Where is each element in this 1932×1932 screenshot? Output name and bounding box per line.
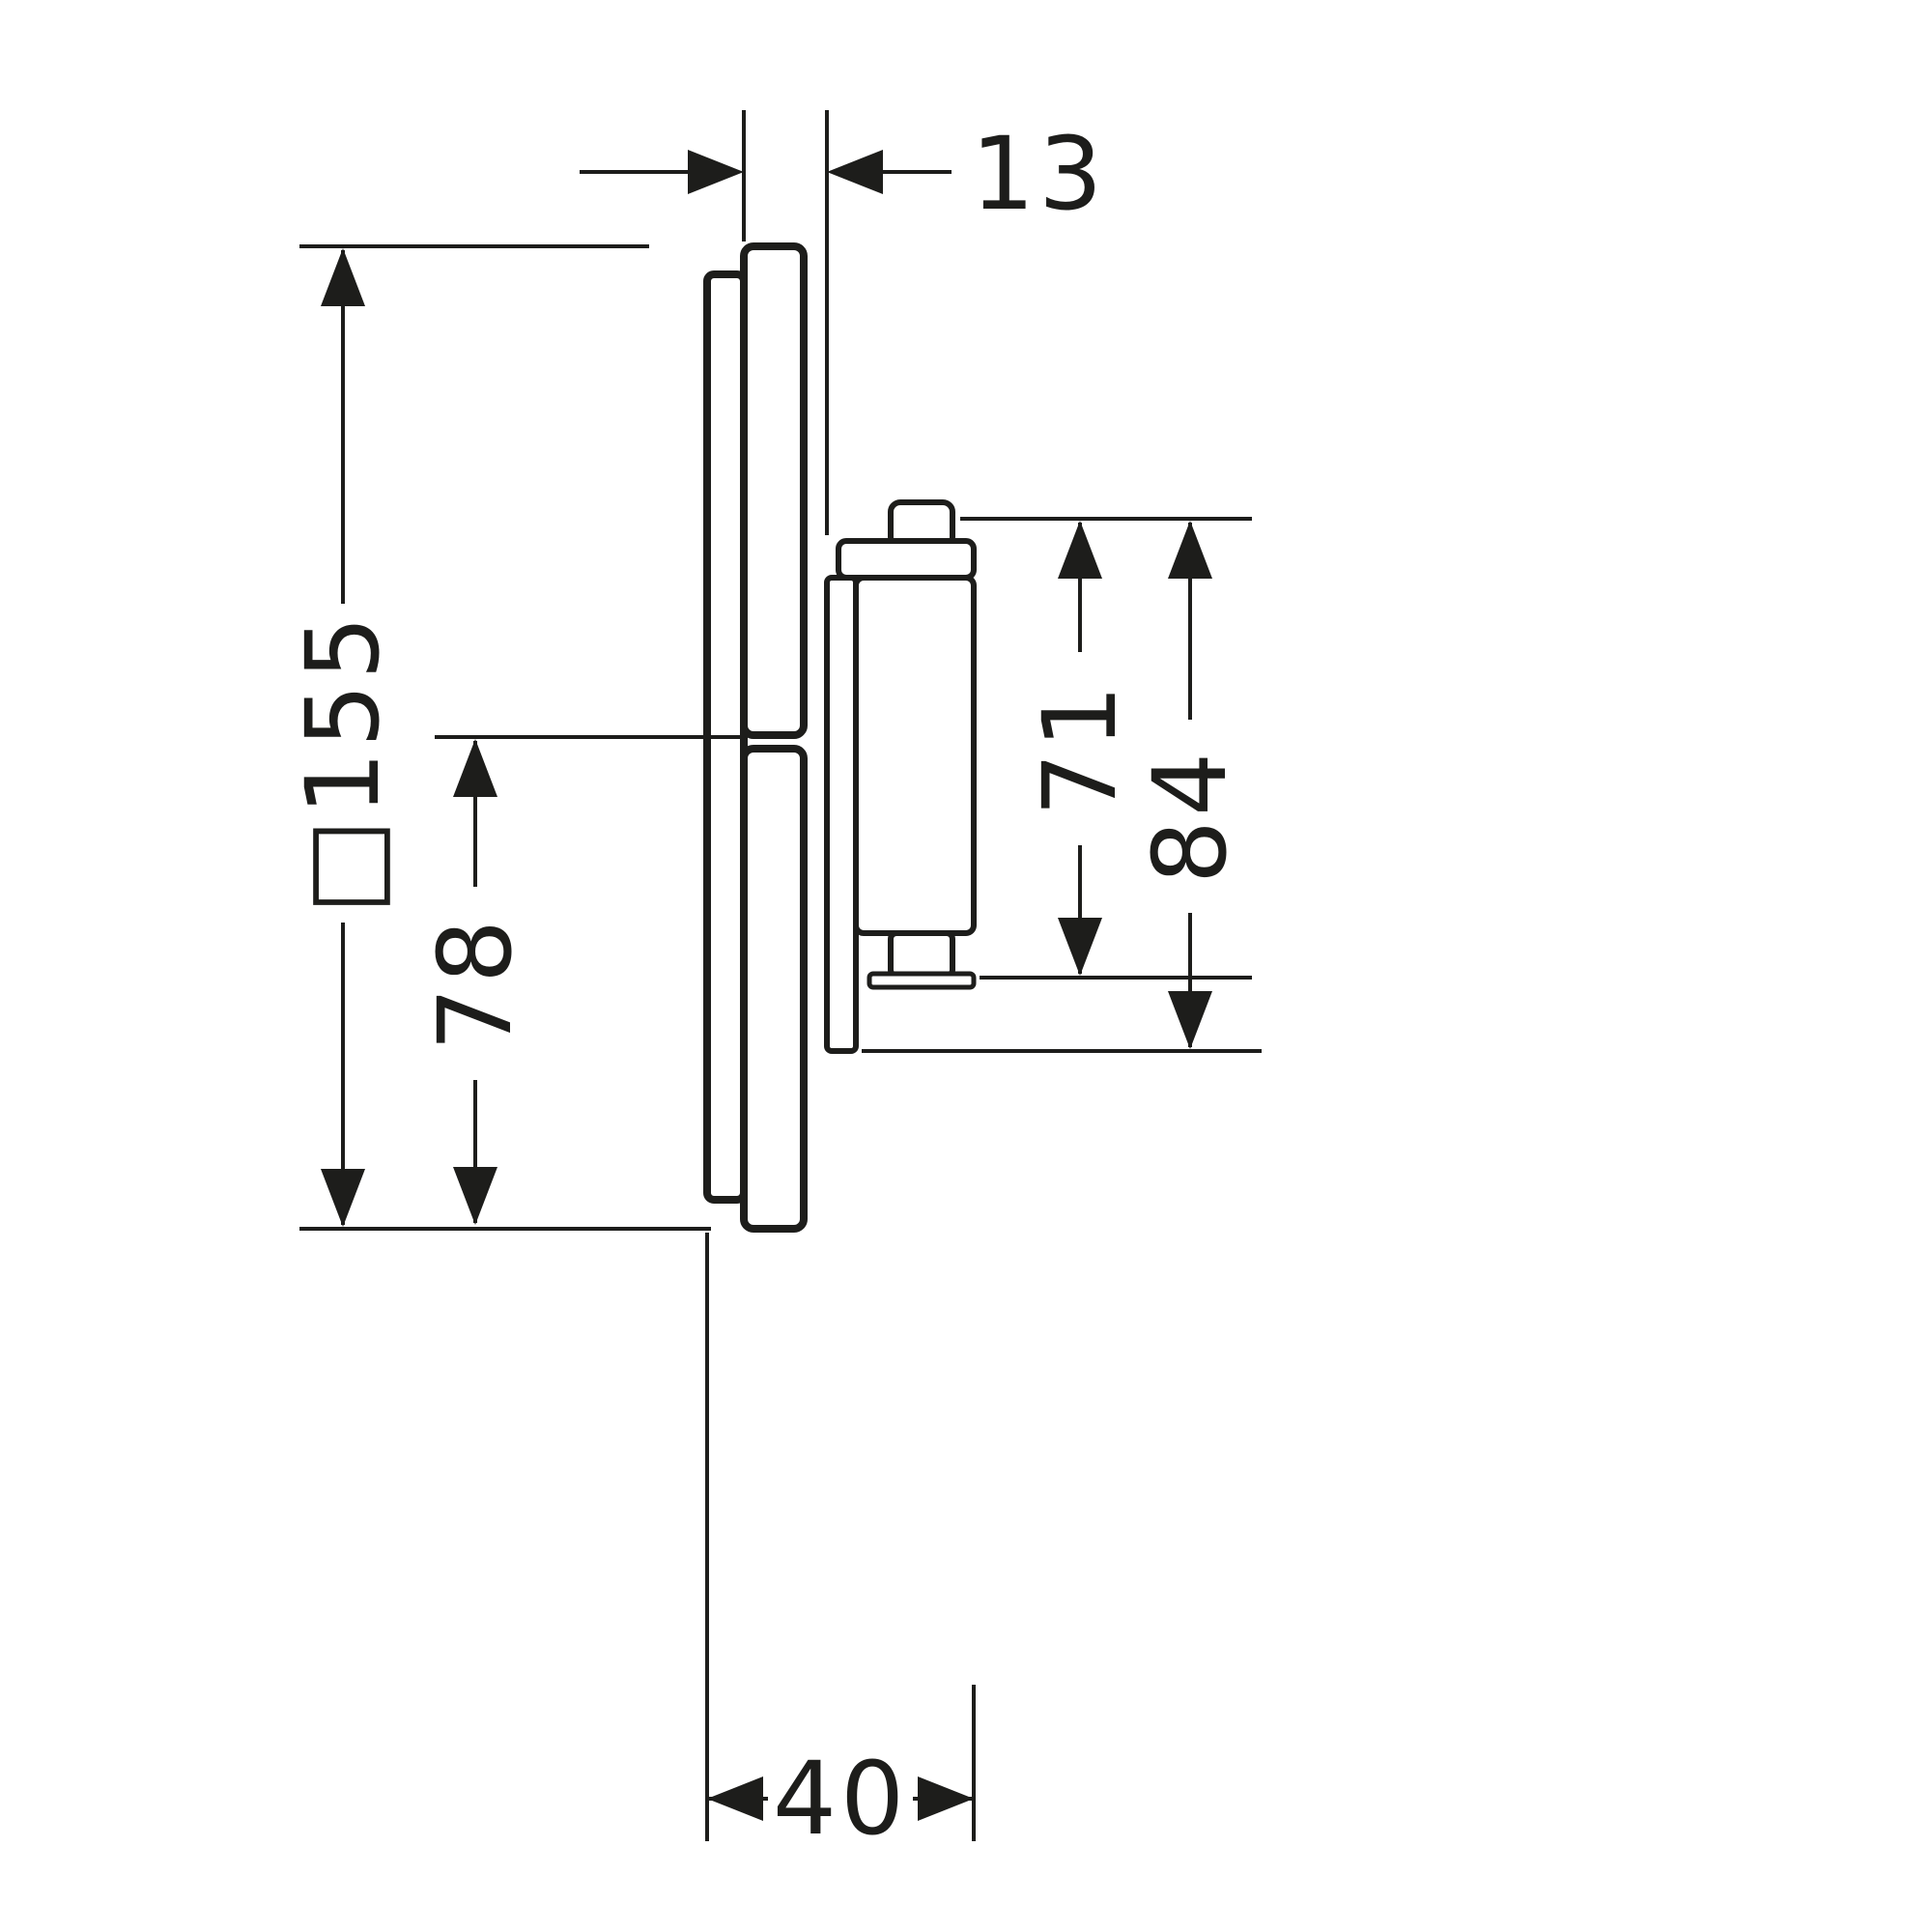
dimension-label-group: 78 <box>413 887 537 1080</box>
dimension-label-155: □155 <box>284 612 402 915</box>
dimension-label-13: 13 <box>971 115 1106 233</box>
arrowhead-down-icon <box>1168 991 1212 1049</box>
arrowhead-up-icon <box>1058 521 1102 579</box>
arrowhead-left-icon <box>827 150 883 194</box>
arrowhead-down-icon <box>1058 918 1102 976</box>
label-mask <box>1128 720 1252 913</box>
dimension-13: 13 <box>580 110 1106 535</box>
dimension-label-84: 84 <box>1131 749 1249 884</box>
arrowhead-right-icon <box>918 1776 974 1821</box>
label-mask <box>768 1739 913 1859</box>
valve-body <box>853 575 977 936</box>
arrowhead-up-icon <box>453 739 497 797</box>
valve-cap <box>836 538 977 581</box>
arrowhead-left-icon <box>707 1776 763 1821</box>
arrowhead-up-icon <box>1168 521 1212 579</box>
dimension-155: □155 <box>281 244 711 1231</box>
dimension-71: 71 <box>960 517 1252 980</box>
dimension-40: 40 <box>705 1233 976 1859</box>
label-mask <box>413 887 537 1080</box>
valve-sleeve <box>824 575 859 1054</box>
arrowhead-up-icon <box>321 248 365 306</box>
cover-plate-upper <box>740 242 808 739</box>
cover-plate-lower <box>740 745 808 1233</box>
dimension-label-group: 84 <box>1128 720 1252 913</box>
arrowhead-right-icon <box>688 150 744 194</box>
dimension-78: 78 <box>413 735 742 1225</box>
label-mask <box>1018 652 1142 845</box>
dimension-label-78: 78 <box>416 916 534 1051</box>
label-mask <box>281 604 405 923</box>
dimension-84: 84 <box>862 521 1262 1053</box>
arrowhead-down-icon <box>453 1167 497 1225</box>
fixture <box>703 242 977 1233</box>
dimension-label-group: □155 <box>281 604 405 923</box>
dimension-label-71: 71 <box>1021 681 1139 816</box>
dimension-label-40: 40 <box>773 1740 908 1858</box>
dimension-label-group: 71 <box>1018 652 1142 845</box>
valve-base-flange <box>867 971 977 990</box>
arrowhead-down-icon <box>321 1169 365 1227</box>
valve-neck <box>888 930 955 979</box>
